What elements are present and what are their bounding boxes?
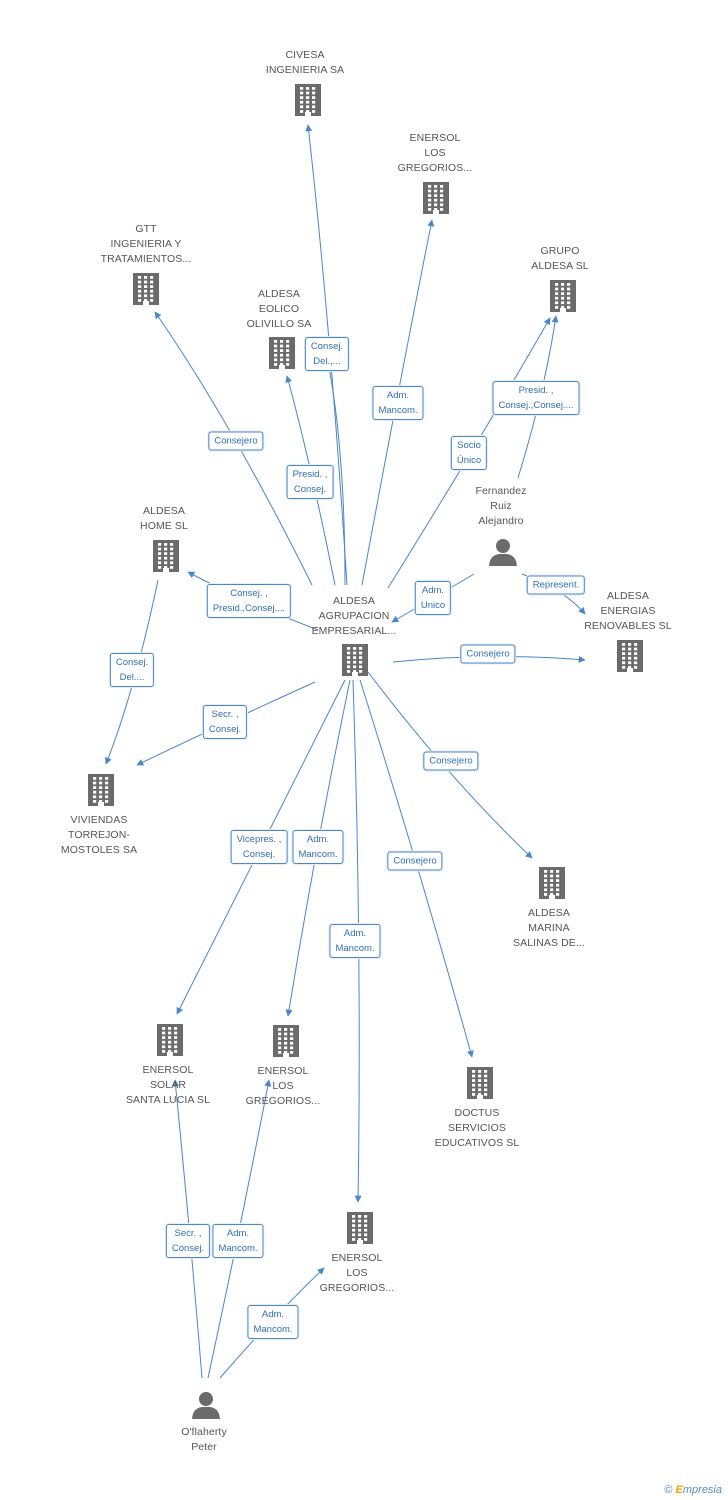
- edge-label[interactable]: Presid. , Consej.: [286, 465, 334, 499]
- node-label: ENERSOL SOLAR SANTA LUCIA SL: [125, 1064, 211, 1106]
- node-civesa[interactable]: CIVESA INGENIERIA SA: [240, 48, 370, 78]
- building-icon[interactable]: [153, 540, 179, 572]
- edge-label[interactable]: Represent.: [526, 575, 586, 595]
- edge-label[interactable]: Secr. , Consej.: [165, 1224, 211, 1258]
- edge-label[interactable]: Adm. Mancom.: [329, 924, 381, 958]
- node-eolico[interactable]: ALDESA EOLICO OLIVILLO SA: [214, 287, 344, 332]
- edge-label[interactable]: Adm. Mancom.: [247, 1305, 299, 1339]
- node-label: ENERSOL LOS GREGORIOS...: [397, 132, 473, 174]
- node-doctus[interactable]: DOCTUS SERVICIOS EDUCATIVOS SL: [412, 1106, 542, 1151]
- edge-label[interactable]: Consejero: [387, 851, 443, 871]
- building-icon[interactable]: [88, 774, 114, 806]
- building-icon[interactable]: [269, 337, 295, 369]
- node-label: GTT INGENIERIA Y TRATAMIENTOS...: [100, 223, 192, 265]
- edge-label[interactable]: Presid. , Consej.,Consej....: [492, 381, 580, 415]
- edge-label[interactable]: Adm. Unico: [414, 581, 452, 615]
- edge-center-to-eolico: [325, 361, 346, 586]
- edge-label[interactable]: Adm. Mancom.: [212, 1224, 264, 1258]
- edge-label[interactable]: Secr. , Consej.: [202, 705, 248, 739]
- node-viviendas[interactable]: VIVIENDAS TORREJON- MOSTOLES SA: [34, 813, 164, 858]
- copyright-icon: ©: [664, 1484, 673, 1496]
- edge-label[interactable]: Adm. Mancom.: [372, 386, 424, 420]
- edge-label[interactable]: Consejero: [460, 644, 516, 664]
- building-icon[interactable]: [342, 644, 368, 676]
- building-icon[interactable]: [539, 867, 565, 899]
- node-oflaherty[interactable]: O'flaherty Peter: [139, 1425, 269, 1455]
- edge-label[interactable]: Socio Único: [450, 436, 488, 470]
- building-icon[interactable]: [550, 280, 576, 312]
- edge-label[interactable]: Consej. Del.,...: [304, 337, 350, 371]
- edge-label[interactable]: Consejero: [423, 751, 479, 771]
- node-label: ALDESA AGRUPACION EMPRESARIAL...: [311, 595, 397, 637]
- person-icon[interactable]: [489, 539, 517, 566]
- node-label: VIVIENDAS TORREJON- MOSTOLES SA: [60, 814, 138, 856]
- building-icon[interactable]: [273, 1025, 299, 1057]
- building-icon[interactable]: [157, 1024, 183, 1056]
- node-gtt[interactable]: GTT INGENIERIA Y TRATAMIENTOS...: [81, 222, 211, 267]
- node-center[interactable]: ALDESA AGRUPACION EMPRESARIAL...: [289, 594, 419, 639]
- edge-center-to-marina: [367, 671, 533, 859]
- node-enersol3[interactable]: ENERSOL LOS GREGORIOS...: [292, 1251, 422, 1296]
- node-energias[interactable]: ALDESA ENERGIAS RENOVABLES SL: [563, 589, 693, 634]
- edge-label[interactable]: Adm. Mancom.: [292, 830, 344, 864]
- edge-label[interactable]: Consejero: [208, 431, 264, 451]
- node-label: ENERSOL LOS GREGORIOS...: [245, 1065, 321, 1107]
- node-enersol1[interactable]: ENERSOL LOS GREGORIOS...: [370, 131, 500, 176]
- node-label: GRUPO ALDESA SL: [531, 245, 589, 272]
- node-label: ENERSOL LOS GREGORIOS...: [319, 1252, 395, 1294]
- person-icon[interactable]: [192, 1392, 220, 1419]
- node-enersol2[interactable]: ENERSOL LOS GREGORIOS...: [218, 1064, 348, 1109]
- node-fernandez[interactable]: Fernandez Ruiz Alejandro: [436, 484, 566, 529]
- footer-brand: ©Empresia: [664, 1484, 722, 1496]
- building-icon[interactable]: [133, 273, 159, 305]
- building-icon[interactable]: [347, 1212, 373, 1244]
- node-label: ALDESA MARINA SALINAS DE...: [513, 907, 585, 949]
- building-icon[interactable]: [295, 84, 321, 116]
- node-label: ALDESA ENERGIAS RENOVABLES SL: [584, 590, 672, 632]
- node-label: O'flaherty Peter: [181, 1426, 227, 1453]
- node-label: CIVESA INGENIERIA SA: [265, 49, 345, 76]
- node-label: DOCTUS SERVICIOS EDUCATIVOS SL: [434, 1107, 520, 1149]
- brand-initial: E: [675, 1484, 683, 1496]
- node-label: Fernandez Ruiz Alejandro: [475, 485, 527, 527]
- building-icon[interactable]: [423, 182, 449, 214]
- building-icon[interactable]: [617, 640, 643, 672]
- node-marina[interactable]: ALDESA MARINA SALINAS DE...: [484, 906, 614, 951]
- node-grupo[interactable]: GRUPO ALDESA SL: [495, 244, 625, 274]
- node-label: ALDESA EOLICO OLIVILLO SA: [246, 288, 312, 330]
- node-label: ALDESA HOME SL: [140, 505, 188, 532]
- brand-name: mpresia: [682, 1484, 722, 1496]
- node-solar[interactable]: ENERSOL SOLAR SANTA LUCIA SL: [103, 1063, 233, 1108]
- edge-label[interactable]: Consej. Del....: [109, 653, 155, 687]
- edge-label[interactable]: Consej. , Presid.,Consej....: [206, 584, 292, 618]
- node-home[interactable]: ALDESA HOME SL: [99, 504, 229, 534]
- edge-label[interactable]: Vicepres. , Consej.: [230, 830, 288, 864]
- building-icon[interactable]: [467, 1067, 493, 1099]
